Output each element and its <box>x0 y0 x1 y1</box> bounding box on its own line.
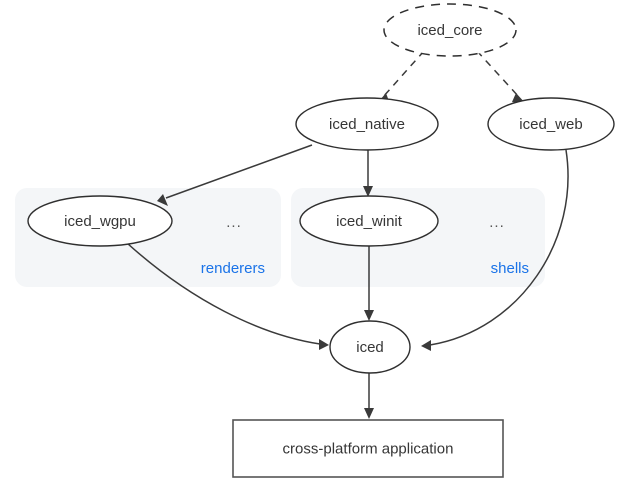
node-iced_winit[interactable]: iced_winit <box>299 195 439 247</box>
node-iced[interactable]: iced <box>329 320 411 374</box>
edge-iced_web-to-iced <box>429 149 569 346</box>
edge-iced_core-to-iced_web <box>476 50 520 98</box>
arrowhead-iced_winit-to-iced <box>364 310 374 321</box>
arrowhead-iced_native-to-iced_winit <box>363 186 373 197</box>
node-iced_native[interactable]: iced_native <box>295 97 439 151</box>
edge-iced_native-to-iced_wgpu <box>165 144 313 199</box>
node-iced_web[interactable]: iced_web <box>487 97 615 151</box>
node-iced-ellipse[interactable] <box>329 320 411 374</box>
node-iced_wgpu[interactable]: iced_wgpu <box>27 195 173 247</box>
node-iced_web-ellipse[interactable] <box>487 97 615 151</box>
node-iced_native-ellipse[interactable] <box>295 97 439 151</box>
arrowhead-iced-to-application <box>364 408 374 419</box>
node-application[interactable]: cross-platform application <box>232 419 504 478</box>
node-iced_core-ellipse[interactable] <box>383 3 517 57</box>
node-iced_core[interactable]: iced_core <box>383 3 517 57</box>
arrowhead-iced_native-to-iced_wgpu <box>157 194 168 206</box>
node-iced_winit-ellipse[interactable] <box>299 195 439 247</box>
node-iced_wgpu-ellipse[interactable] <box>27 195 173 247</box>
edge-iced_wgpu-to-iced <box>126 242 321 345</box>
node-application-rect[interactable] <box>232 419 504 478</box>
edge-layer <box>126 50 569 419</box>
edge-iced_core-to-iced_native <box>382 50 425 98</box>
arrowhead-iced_wgpu-to-iced <box>319 339 329 350</box>
arrowhead-iced_web-to-iced <box>421 340 431 351</box>
